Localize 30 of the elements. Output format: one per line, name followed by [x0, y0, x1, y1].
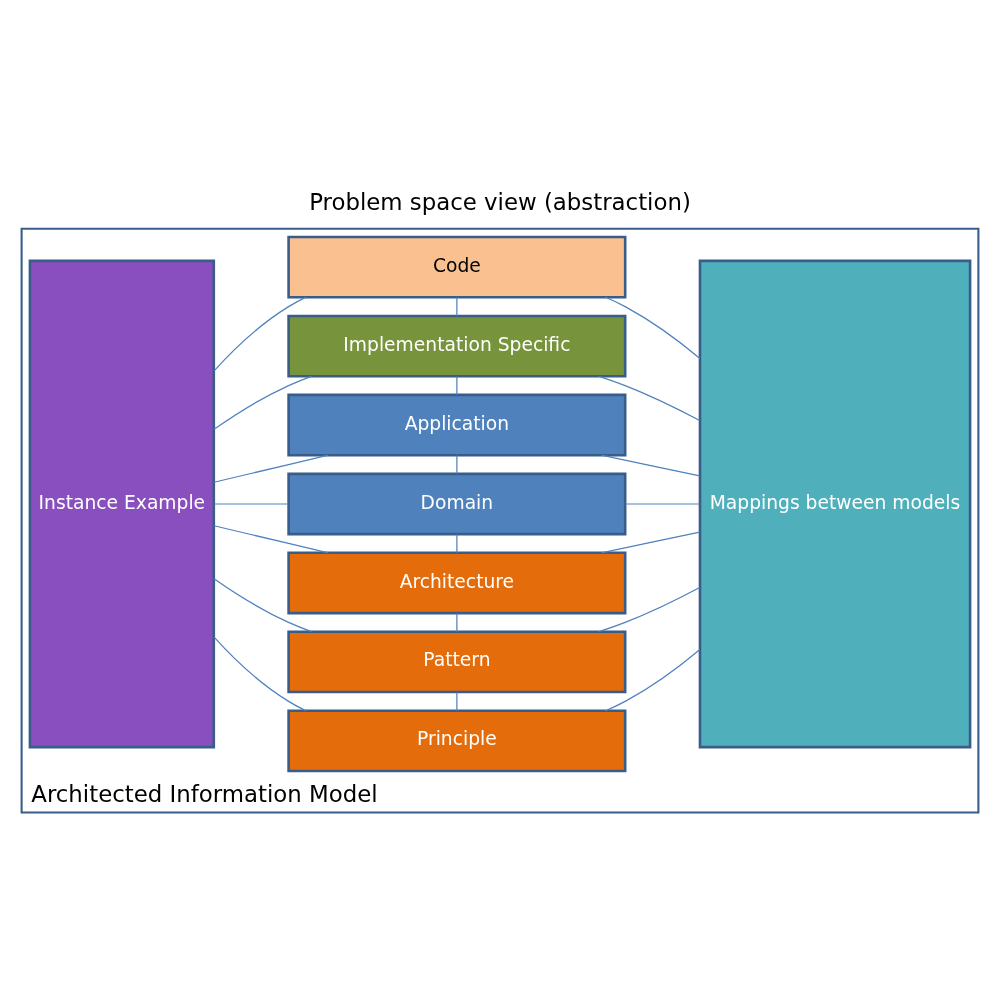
connector	[604, 296, 701, 359]
connector	[597, 586, 700, 632]
connector	[213, 636, 306, 711]
connector	[212, 577, 312, 632]
node-box: Implementation Specific	[286, 314, 626, 378]
node-box: Principle	[286, 708, 626, 772]
connector	[597, 375, 700, 421]
connector	[212, 375, 312, 430]
connector	[455, 533, 457, 553]
connector	[455, 296, 457, 316]
connector	[600, 531, 700, 553]
diagram-title: Problem space view (abstraction)	[308, 188, 691, 215]
node-box: Mappings between models	[698, 259, 971, 748]
connector	[455, 691, 457, 711]
connector	[455, 612, 457, 632]
node-box: Application	[286, 393, 626, 456]
node-box: Pattern	[286, 630, 626, 693]
node-box: Instance Example	[28, 259, 215, 748]
node-box: Architecture	[286, 551, 626, 614]
connector	[212, 524, 329, 553]
connector	[213, 296, 306, 371]
connector	[600, 454, 700, 476]
connector	[455, 454, 457, 474]
node-box: Domain	[286, 472, 626, 535]
connector	[624, 502, 700, 505]
node-box: Code	[286, 235, 626, 299]
connector	[212, 502, 289, 505]
connector	[455, 375, 457, 395]
connector	[604, 648, 701, 711]
connector	[212, 454, 329, 483]
